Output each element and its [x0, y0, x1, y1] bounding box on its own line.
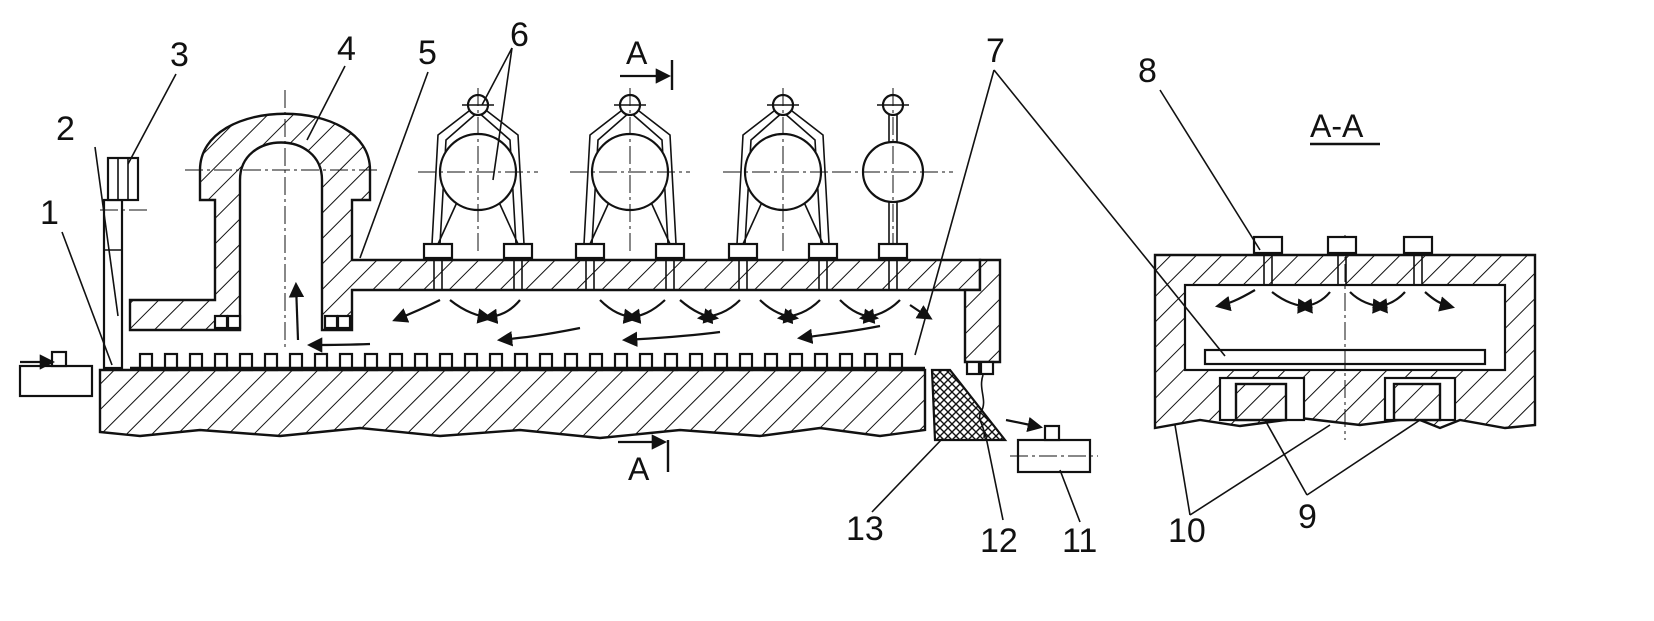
- hearth-roller: [863, 352, 879, 372]
- callout-1: 1: [40, 194, 59, 232]
- hearth-foundation: [98, 368, 927, 440]
- callout-8: 8: [1138, 52, 1157, 90]
- hearth-roller: [663, 352, 679, 372]
- hearth-roller: [763, 352, 779, 372]
- hearth-roller: [263, 352, 279, 372]
- furnace-end-wall: [963, 258, 1002, 364]
- hearth-roller: [463, 352, 479, 372]
- hearth-roller: [563, 352, 579, 372]
- exhaust-duct: [128, 112, 982, 332]
- callout-labels: 1 2 3 4 5 6 7 8 9 10 11 12 13: [40, 16, 1317, 560]
- callout-13: 13: [846, 510, 884, 548]
- pusher-cylinder: [18, 364, 94, 398]
- main-view: A A: [18, 35, 1098, 487]
- hearth-roller: [538, 352, 554, 372]
- hearth-roller: [888, 352, 904, 372]
- hearth-roller: [613, 352, 629, 372]
- burner-nozzle: [422, 242, 454, 260]
- section-burner: [1326, 235, 1358, 286]
- burner-unit: [723, 88, 843, 290]
- hearth-roller: [338, 352, 354, 372]
- hearth-roller: [838, 352, 854, 372]
- section-flow-arrows: [1214, 289, 1455, 314]
- callout-7: 7: [986, 32, 1005, 70]
- hearth-roller: [213, 352, 229, 372]
- hearth-roller: [513, 352, 529, 372]
- hearth-roller: [313, 352, 329, 372]
- section-mark-top: A: [626, 35, 648, 71]
- hearth-roller: [488, 352, 504, 372]
- callout-11: 11: [1062, 522, 1097, 560]
- callout-4: 4: [337, 30, 356, 68]
- pusher-cylinder-cap: [50, 350, 68, 368]
- callout-6: 6: [510, 16, 529, 54]
- hearth-roller: [638, 352, 654, 372]
- door-lift-drum: [106, 156, 140, 202]
- hearth-roller: [588, 352, 604, 372]
- callout-2: 2: [56, 110, 75, 148]
- hearth-roller: [413, 352, 429, 372]
- hearth-roller: [363, 352, 379, 372]
- hearth-roller: [813, 352, 829, 372]
- burner-unit: [833, 88, 953, 290]
- hearth-roller: [688, 352, 704, 372]
- output-arrow: [1005, 416, 1044, 433]
- hearth-roller: [738, 352, 754, 372]
- leader-lines: [61, 47, 1421, 523]
- burner-nozzle: [502, 242, 534, 260]
- chain: [978, 374, 986, 439]
- discharge-chute: [930, 368, 1008, 442]
- burner-nozzle: [727, 242, 759, 260]
- hearth-roller: [788, 352, 804, 372]
- hearth-roller: [163, 352, 179, 372]
- callout-12: 12: [980, 522, 1018, 560]
- hearth-roller: [138, 352, 154, 372]
- hearth-roller: [438, 352, 454, 372]
- section-burner: [1252, 235, 1284, 286]
- callout-9: 9: [1298, 498, 1317, 536]
- section-title: A-A: [1310, 108, 1364, 144]
- callout-3: 3: [170, 36, 189, 74]
- section-burners: [1252, 235, 1434, 286]
- hearth-roller: [388, 352, 404, 372]
- section-mark-bottom: A: [628, 451, 650, 487]
- hearth-rollers: [130, 352, 925, 372]
- burner-nozzle: [877, 242, 909, 260]
- burner-unit: [570, 88, 690, 290]
- burner-unit: [418, 88, 538, 290]
- hearth-roller: [188, 352, 204, 372]
- callout-10: 10: [1168, 512, 1206, 550]
- burner-nozzle: [574, 242, 606, 260]
- hearth-roller: [238, 352, 254, 372]
- section-burner: [1402, 235, 1434, 286]
- hearth-roller: [288, 352, 304, 372]
- burner-group: [418, 88, 953, 290]
- section-view: A-A: [1153, 108, 1537, 440]
- flue-arrow: [288, 281, 305, 341]
- callout-5: 5: [418, 34, 437, 72]
- burner-nozzle: [654, 242, 686, 260]
- gas-flow-arrows: [306, 299, 933, 353]
- hearth-roller: [713, 352, 729, 372]
- burner-nozzle: [807, 242, 839, 260]
